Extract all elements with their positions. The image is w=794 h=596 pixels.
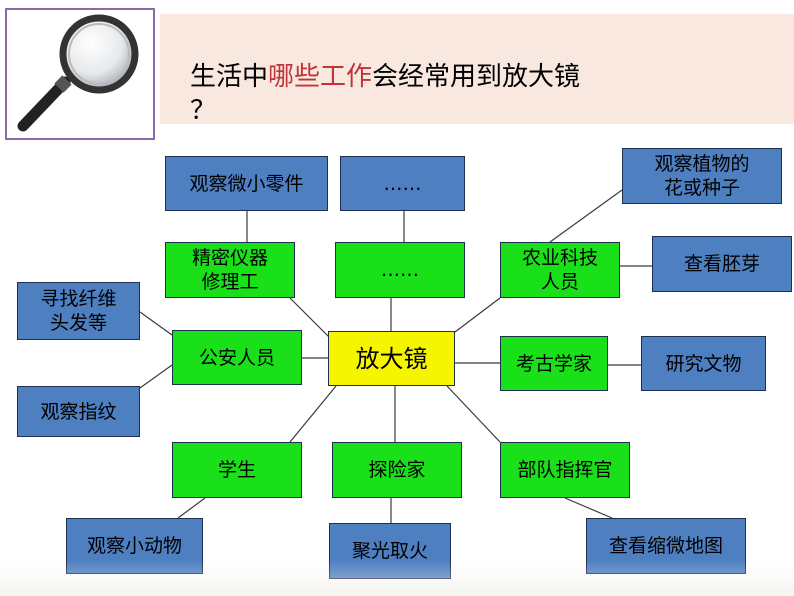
occupation-explorer: 探险家: [332, 442, 462, 498]
magnifying-glass-icon: [17, 14, 139, 132]
title-highlight: 哪些工作: [268, 62, 373, 92]
link-center-commander: [446, 385, 501, 443]
occupation-police: 公安人员: [172, 330, 302, 385]
use-check-embryo: 查看胚芽: [652, 236, 792, 292]
use-observe-plants: 观察植物的 花或种子: [622, 148, 782, 204]
title-question-mark: ？: [190, 96, 217, 126]
center-magnifier-node: 放大镜: [328, 331, 455, 386]
occupation-agri-tech: 农业科技 人员: [500, 242, 620, 298]
magnifier-picture-frame: [5, 8, 155, 140]
occupation-student: 学生: [172, 442, 302, 498]
use-study-artifacts: 研究文物: [641, 336, 766, 391]
page-title: 生活中哪些工作会经常用到放大镜 ？: [190, 60, 710, 128]
title-suffix: 会经常用到放大镜: [372, 62, 581, 92]
link-center-student: [289, 385, 337, 443]
use-ellipsis: ……: [340, 156, 465, 211]
link-police-fibers: [139, 311, 173, 336]
use-observe-fingerprints: 观察指纹: [17, 386, 140, 437]
occupation-precision-instrument-repairer: 精密仪器 修理工: [165, 242, 295, 298]
link-commander-map: [564, 497, 613, 519]
bottom-decoration: [0, 560, 794, 596]
link-agri-plants: [549, 189, 623, 243]
use-observe-small-parts: 观察微小零件: [165, 156, 328, 211]
title-prefix: 生活中: [190, 62, 269, 92]
occupation-commander: 部队指挥官: [500, 442, 630, 498]
title-band: [160, 14, 794, 124]
link-police-fingerprints: [139, 364, 173, 389]
occupation-archaeologist: 考古学家: [500, 336, 608, 391]
occupation-ellipsis: ……: [335, 242, 465, 298]
link-center-precision: [289, 297, 331, 339]
use-find-fibers: 寻找纤维 头发等: [17, 282, 140, 340]
link-center-agri: [454, 297, 501, 333]
link-student-animals: [177, 497, 206, 519]
